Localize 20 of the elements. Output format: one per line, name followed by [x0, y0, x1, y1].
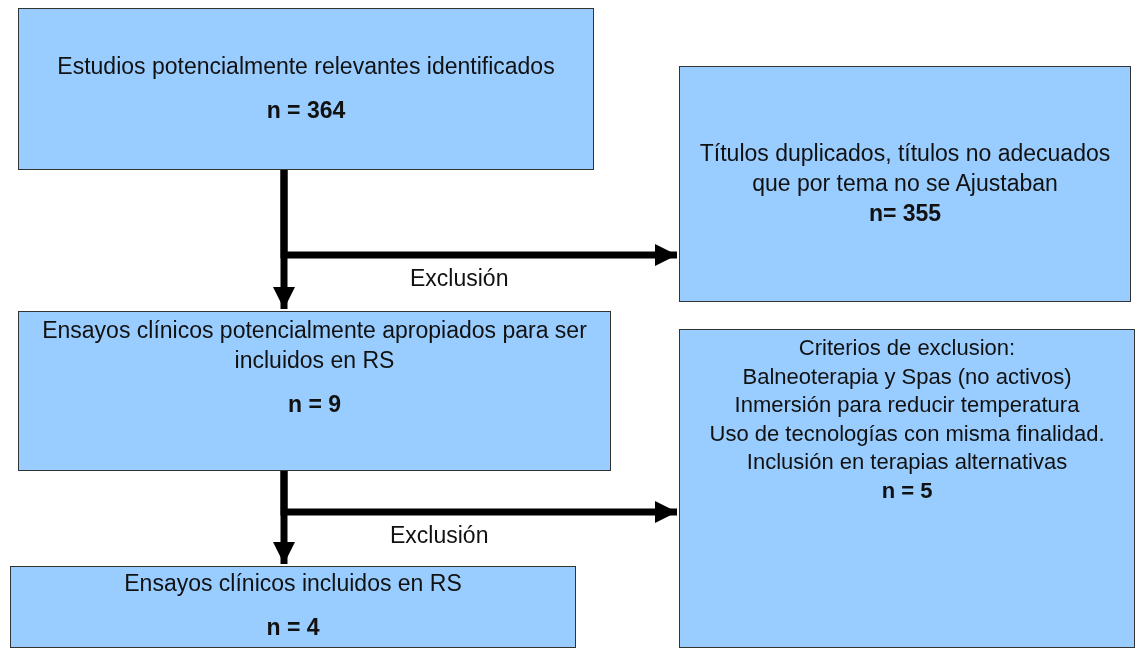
process-box	[679, 329, 1135, 648]
box-text: Balneoterapia y Spas (no activos)	[742, 362, 1072, 391]
process-box	[10, 566, 576, 648]
box-text: Inmersión para reducir temperatura	[734, 391, 1080, 420]
box-text: n = 364	[266, 96, 346, 125]
box-text: n = 5	[881, 476, 933, 505]
box-text: n = 9	[287, 389, 342, 419]
box-text: n = 4	[266, 612, 320, 642]
box-text: Inclusión en terapias alternativas	[746, 448, 1068, 477]
arrow	[280, 170, 677, 267]
box-text: Ensayos clínicos potencialmente apropiados para ser incluidos en RS	[41, 316, 588, 375]
box-text: n= 355	[868, 198, 942, 228]
box-text: Uso de tecnologías con misma finalidad.	[709, 419, 1105, 448]
arrow	[280, 471, 677, 524]
process-box	[18, 311, 611, 471]
process-box	[679, 66, 1131, 302]
box-text: Criterios de exclusion:	[798, 334, 1016, 362]
box-text: Estudios potencialmente relevantes identificados	[57, 52, 555, 82]
process-box	[18, 8, 594, 170]
box-text: Ensayos clínicos incluidos en RS	[124, 569, 462, 598]
